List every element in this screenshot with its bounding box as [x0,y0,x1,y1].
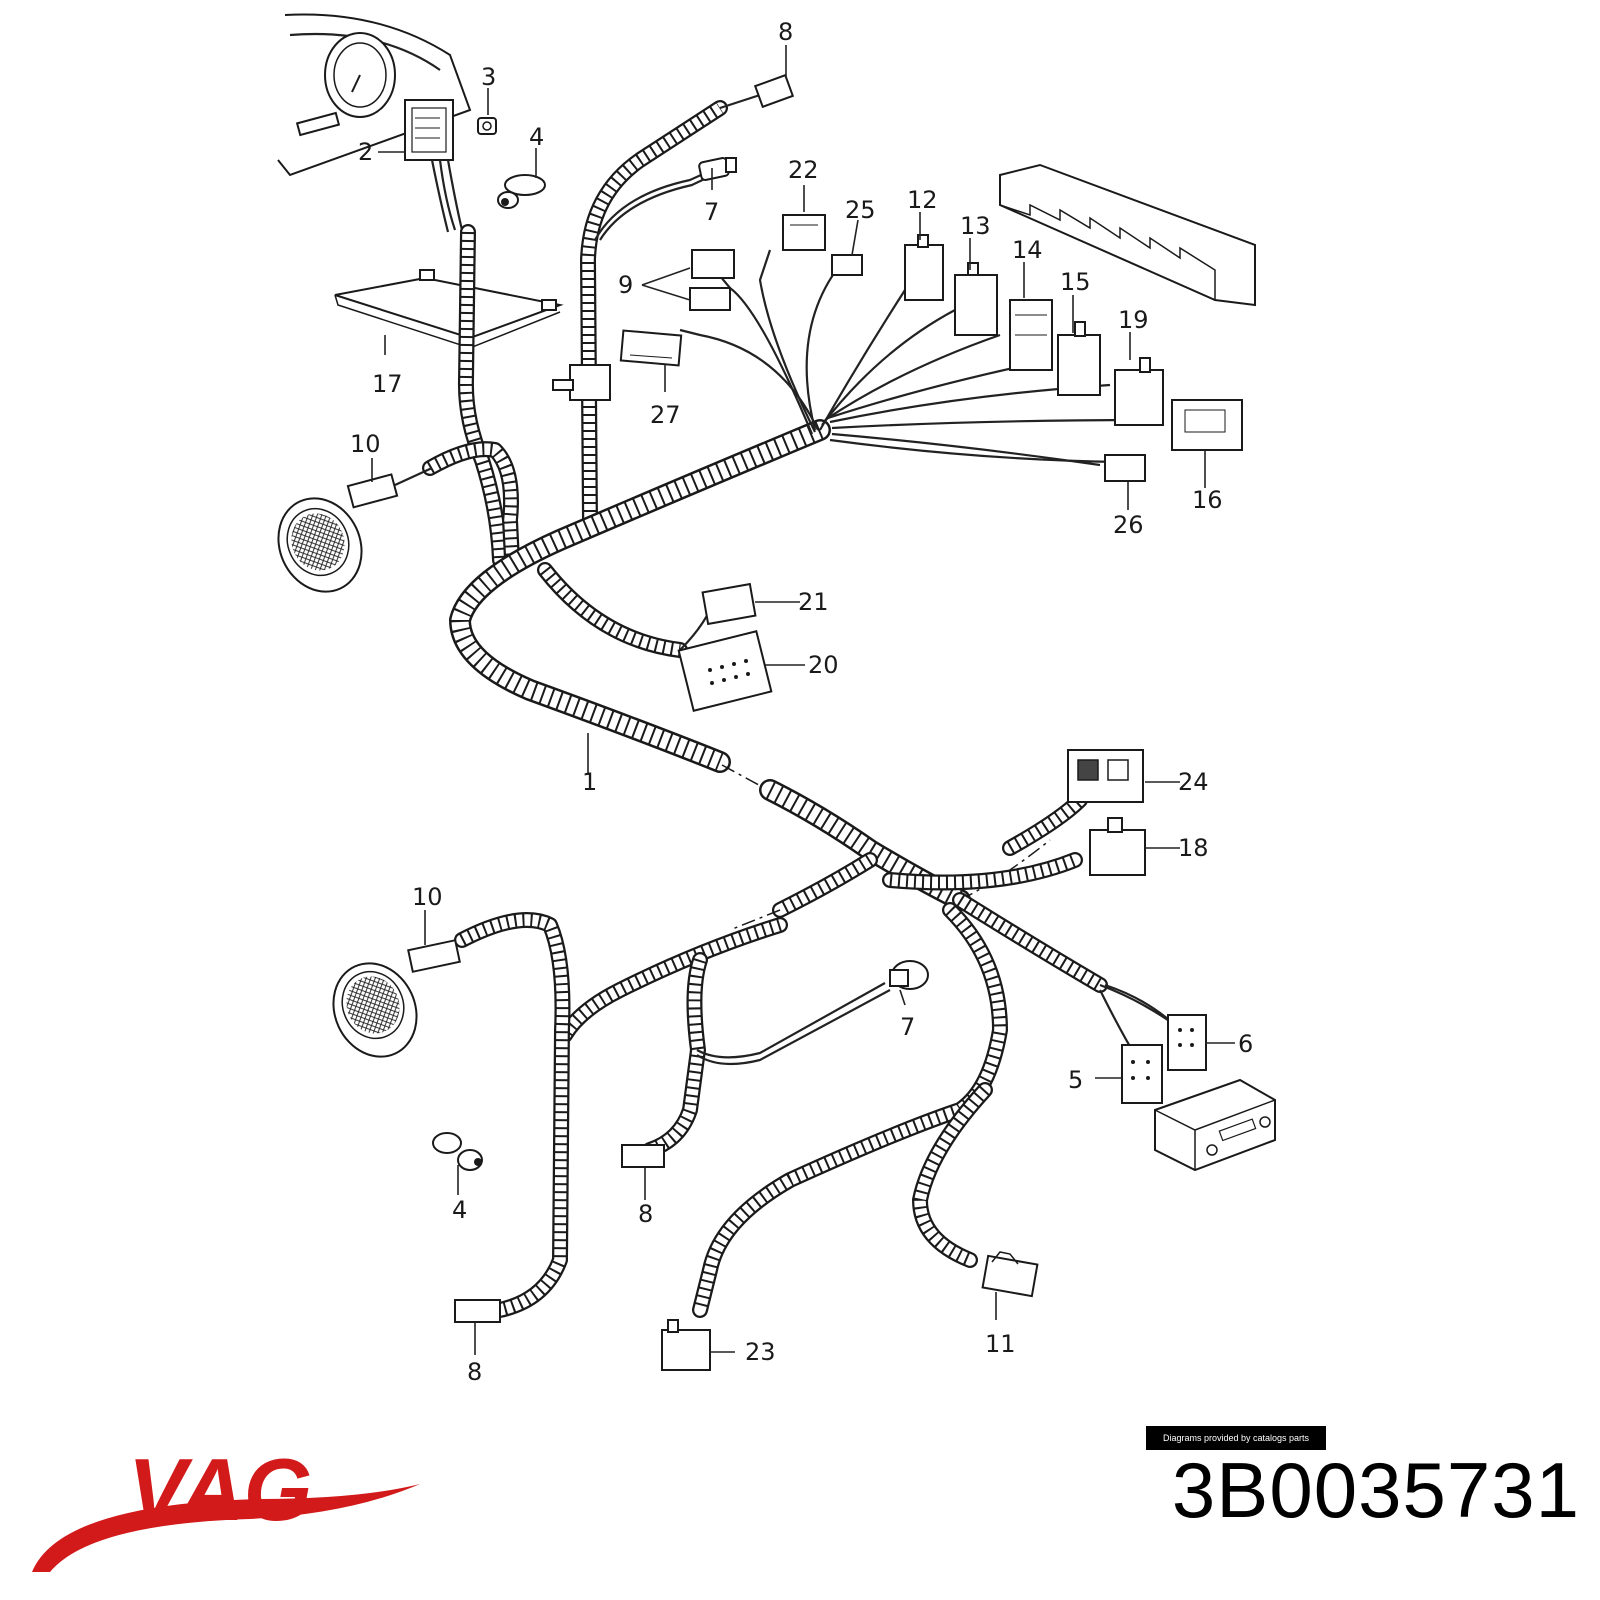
logo-text: VAG [128,1444,312,1539]
logo-swoosh [32,1484,420,1572]
relay-13 [954,262,998,336]
part-16-connector [1171,399,1243,451]
callout-4-bottom: 4 [452,1196,467,1224]
speaker-top [277,497,363,593]
part-18-connector [1089,817,1146,876]
callout-23: 23 [745,1338,776,1366]
callout-16: 16 [1192,486,1223,514]
leader-lines [371,45,1235,1355]
callout-3: 3 [481,63,496,91]
callout-15: 15 [1060,268,1091,296]
part-4-top-clip [497,174,546,209]
part-26-connector [1104,454,1146,482]
credit-badge: Diagrams provided by catalogs parts [1146,1426,1326,1450]
relay-15 [1057,321,1101,396]
callout-6: 6 [1238,1030,1253,1058]
callout-8-top: 8 [778,18,793,46]
relay-12 [904,234,944,301]
radio-unit [1154,1078,1276,1172]
callout-1: 1 [582,768,597,796]
brand-logo: VAG [32,1444,420,1572]
callout-27: 27 [650,401,681,429]
callout-2: 2 [358,138,373,166]
callout-7-top: 7 [704,198,719,226]
part-8-top-connector [753,73,795,109]
callout-11: 11 [985,1330,1016,1358]
callout-24: 24 [1178,768,1209,796]
part-17-bracket [334,269,564,349]
callout-20: 20 [808,651,839,679]
callout-8-mid: 8 [638,1200,653,1228]
relay-19 [1114,357,1164,426]
part-20-connector [677,630,773,712]
part-9-connector [689,249,735,311]
speaker-bottom [332,962,418,1058]
callout-19: 19 [1118,306,1149,334]
part-21-connector [701,582,757,626]
part-2-connector [404,99,464,233]
callout-10-bottom: 10 [412,883,443,911]
part-10-top-connector [346,473,399,509]
part-11-connector [981,1251,1039,1298]
callout-17: 17 [372,370,403,398]
callout-14: 14 [1012,236,1043,264]
part-7-top-sensor [698,157,737,181]
callout-18: 18 [1178,834,1209,862]
callout-8-bottom: 8 [467,1358,482,1386]
callout-13: 13 [960,212,991,240]
callout-5: 5 [1068,1066,1083,1094]
part-4-bottom-clip [432,1132,483,1171]
callout-22: 22 [788,156,819,184]
part-23-connector [661,1319,711,1371]
part-8-bottom-connector [454,1299,501,1323]
part-27-connector [619,329,683,367]
part-3-clip [477,117,497,135]
callout-25: 25 [845,196,876,224]
callout-21: 21 [798,588,829,616]
harness-clip [552,364,611,401]
part-10-bottom-connector [407,939,461,973]
part-25-connector [831,254,863,276]
part-22-connector [782,214,826,251]
callout-9: 9 [618,271,633,299]
relay-panel [999,163,1256,307]
instrument-cluster [277,13,472,177]
part-6-connector [1167,1014,1207,1071]
relay-14 [1009,299,1053,371]
part-24-connector [1067,749,1144,803]
callout-labels: 8 3 2 4 7 22 25 12 13 14 15 19 9 17 27 1… [350,18,1253,1386]
part-8-mid-connector [621,1144,665,1168]
callout-10-top: 10 [350,430,381,458]
callout-26: 26 [1113,511,1144,539]
callout-12: 12 [907,186,938,214]
callout-7-bottom: 7 [900,1013,915,1041]
part-number: 3B0035731 [1171,1446,1580,1534]
callout-4-top: 4 [529,123,544,151]
part-7-bottom-sensor [889,960,929,990]
part-5-connector [1121,1044,1163,1104]
